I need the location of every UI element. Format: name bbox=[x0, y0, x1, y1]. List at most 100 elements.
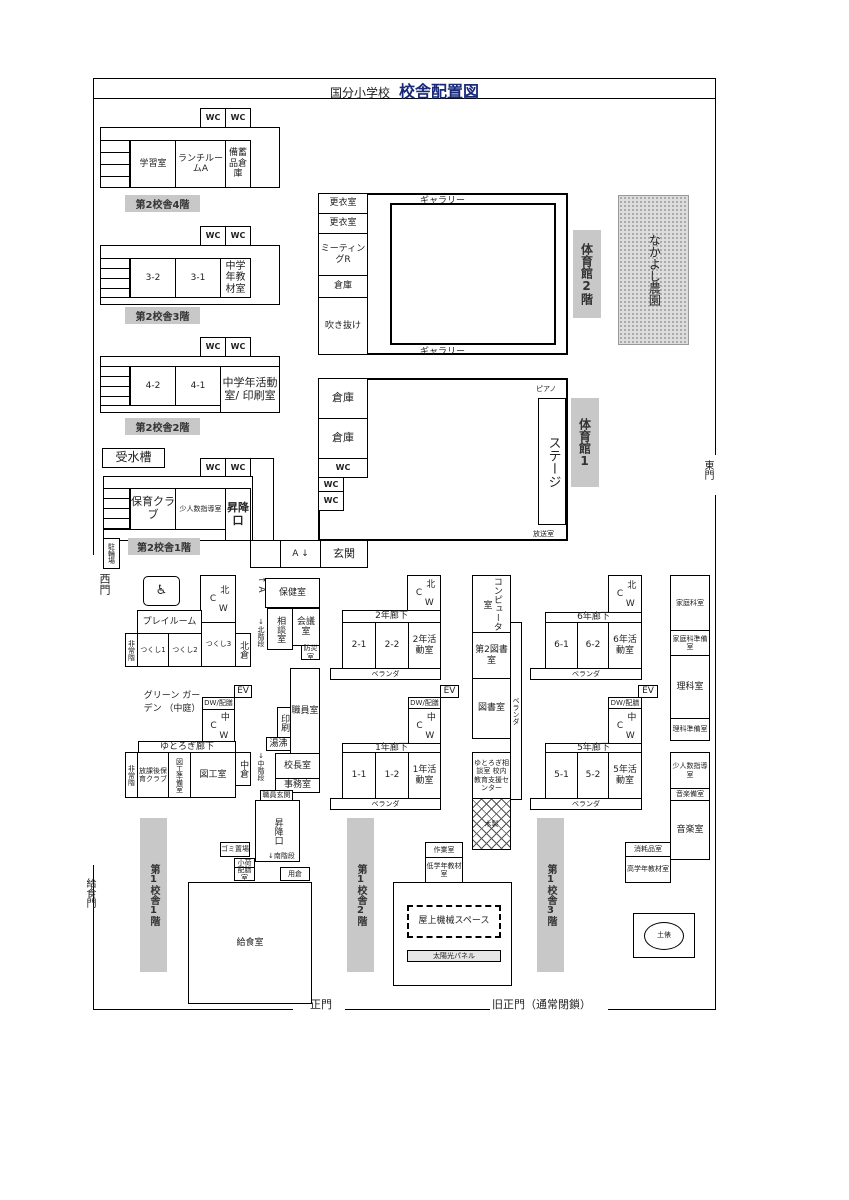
veranda-vertical: ベランダ bbox=[510, 622, 522, 800]
home-ec-room: 家庭科室 bbox=[670, 575, 710, 631]
room-4-2: 4-2 bbox=[130, 366, 176, 406]
changing-room-1: 更衣室 bbox=[318, 193, 368, 214]
school-name: 国分小学校 bbox=[329, 86, 390, 100]
home-ec-prep: 家庭科準備室 bbox=[670, 630, 710, 656]
room-6-1: 6-1 bbox=[545, 622, 578, 669]
entrance: 玄関 bbox=[320, 540, 368, 568]
storage-gym2: 倉庫 bbox=[318, 275, 368, 298]
east-gate: 東門 bbox=[702, 460, 713, 480]
meeting-room-1f: 会議室 bbox=[292, 608, 320, 646]
work-room: 作業室 bbox=[425, 842, 463, 858]
room-4-1: 4-1 bbox=[175, 366, 221, 406]
small-class-room: 少人数指導室 bbox=[670, 752, 710, 789]
room-lunch-a: ランチルームA bbox=[175, 140, 226, 188]
veranda-6: ベランダ bbox=[530, 668, 642, 680]
stairs bbox=[103, 488, 130, 530]
wc-3a: WC bbox=[200, 226, 226, 246]
changing-room-2: 更衣室 bbox=[318, 213, 368, 234]
nakayoshi-farm: なかよし農園 bbox=[618, 195, 689, 345]
dohyo: 土俵 bbox=[644, 921, 684, 950]
water-boiler: 湯沸 bbox=[266, 737, 291, 751]
wc-4a: WC bbox=[200, 108, 226, 128]
floor-label-2-3: 第2校舎3階 bbox=[125, 307, 200, 324]
a-up-arrow: ↑ A bbox=[256, 576, 266, 593]
support-center: ゆとろぎ相談室 校内教育支援センター bbox=[472, 752, 511, 799]
bike-parking: 駐輪場 bbox=[103, 538, 120, 569]
mid-wc-1f: 中 W C bbox=[202, 709, 235, 743]
stairs bbox=[100, 366, 130, 406]
room-3-2: 3-2 bbox=[130, 258, 176, 298]
playroom: プレイルーム bbox=[137, 610, 202, 634]
low-grade-materials: 低学年教材室 bbox=[425, 857, 463, 883]
room-6-2: 6-2 bbox=[577, 622, 609, 669]
afterschool-club: 放課後保育クラブ bbox=[137, 752, 169, 798]
tsukushi-2: つくし2 bbox=[168, 633, 202, 667]
north-wc-2f: 北 W C bbox=[407, 575, 441, 611]
wc-gym1-b: WC bbox=[318, 477, 344, 492]
room-1-activity: 1年活動室 bbox=[408, 752, 441, 799]
wc-2a: WC bbox=[200, 337, 226, 357]
piano: ピアノ bbox=[536, 385, 557, 393]
room-3-1: 3-1 bbox=[175, 258, 221, 298]
bottom-line-right bbox=[608, 1009, 716, 1010]
tsukushi-3: つくし3 bbox=[201, 622, 236, 667]
bottom-line-mid bbox=[345, 1009, 490, 1010]
north-storage: 北倉 bbox=[235, 633, 251, 667]
passage bbox=[250, 540, 281, 568]
wc-gym1-a: WC bbox=[318, 458, 368, 478]
shoko-entrance-1f: 昇降口 bbox=[255, 800, 300, 862]
room-5-activity: 5年活動室 bbox=[608, 752, 642, 799]
old-main-gate: 旧正門（通常閉鎖） bbox=[492, 998, 591, 1011]
floor-label-1-2: 第1校舎2階 bbox=[347, 818, 374, 972]
wc-gym1-c: WC bbox=[318, 491, 344, 511]
consult-room: 相談室 bbox=[267, 608, 293, 650]
library: 図書室 bbox=[472, 678, 511, 739]
room-5-1: 5-1 bbox=[545, 752, 578, 799]
room-1-2: 1-2 bbox=[375, 752, 409, 799]
west-gate: 西門 bbox=[98, 573, 111, 595]
wc-4b: WC bbox=[225, 108, 251, 128]
water-tank: 受水槽 bbox=[102, 448, 165, 468]
floor-label-1-1: 第1校舎1階 bbox=[140, 818, 167, 972]
storage-gym1-b: 倉庫 bbox=[318, 418, 368, 459]
north-wc-1f: 北 W C bbox=[200, 575, 236, 623]
room-2-2: 2-2 bbox=[375, 622, 409, 669]
room-study: 学習室 bbox=[130, 140, 176, 188]
stairs bbox=[100, 140, 130, 188]
library-2: 第2図書室 bbox=[472, 632, 511, 679]
room-stockpile: 備蓄品倉庫 bbox=[225, 140, 251, 188]
room-mid-materials: 中学年教材室 bbox=[220, 258, 251, 298]
passage-a: A ↓ bbox=[280, 540, 321, 568]
gallery-inner bbox=[390, 203, 556, 345]
disaster-room: 防災室 bbox=[301, 644, 320, 661]
gym2-label: 体育館2階 bbox=[573, 230, 601, 318]
mid-stairs: ↓中階段 bbox=[257, 752, 265, 781]
wc-1a: WC bbox=[200, 458, 226, 477]
meeting-room: ミーティングR bbox=[318, 233, 368, 276]
tsukushi-1: つくし1 bbox=[137, 633, 169, 667]
garbage-area: ゴミ置場 bbox=[220, 842, 250, 857]
health-room: 保健室 bbox=[265, 578, 320, 608]
site-boundary bbox=[93, 78, 716, 1010]
mid-wc-3f: 中 W C bbox=[608, 708, 642, 744]
title-bar: 国分小学校 校舎配置図 bbox=[93, 78, 716, 101]
room-6-activity: 6年活動室 bbox=[608, 622, 642, 669]
wooden-deck: 木製 bbox=[472, 798, 511, 850]
room-2-1: 2-1 bbox=[342, 622, 376, 669]
gallery-bottom: ギャラリー bbox=[420, 347, 466, 357]
atrium: 吹き抜け bbox=[318, 297, 368, 355]
art-prep-room: 図工準備室 bbox=[168, 752, 191, 798]
floor-label-2-1: 第2校舎1階 bbox=[128, 538, 200, 555]
north-stairs: ↓北階段 bbox=[257, 618, 265, 647]
room-2-activity: 2年活動室 bbox=[408, 622, 441, 669]
veranda-5: ベランダ bbox=[530, 798, 642, 810]
stairs bbox=[100, 258, 130, 298]
ev-2f: EV bbox=[440, 685, 459, 698]
storage-gym1-a: 倉庫 bbox=[318, 378, 368, 419]
solar-panel: 太陽光パネル bbox=[407, 950, 501, 962]
wc-1b: WC bbox=[225, 458, 251, 477]
rooftop-machine-space: 屋上機械スペース bbox=[407, 905, 501, 938]
consumables-room: 消耗品室 bbox=[625, 842, 671, 857]
wc-2b: WC bbox=[225, 337, 251, 357]
frame-gap-east bbox=[712, 455, 720, 495]
